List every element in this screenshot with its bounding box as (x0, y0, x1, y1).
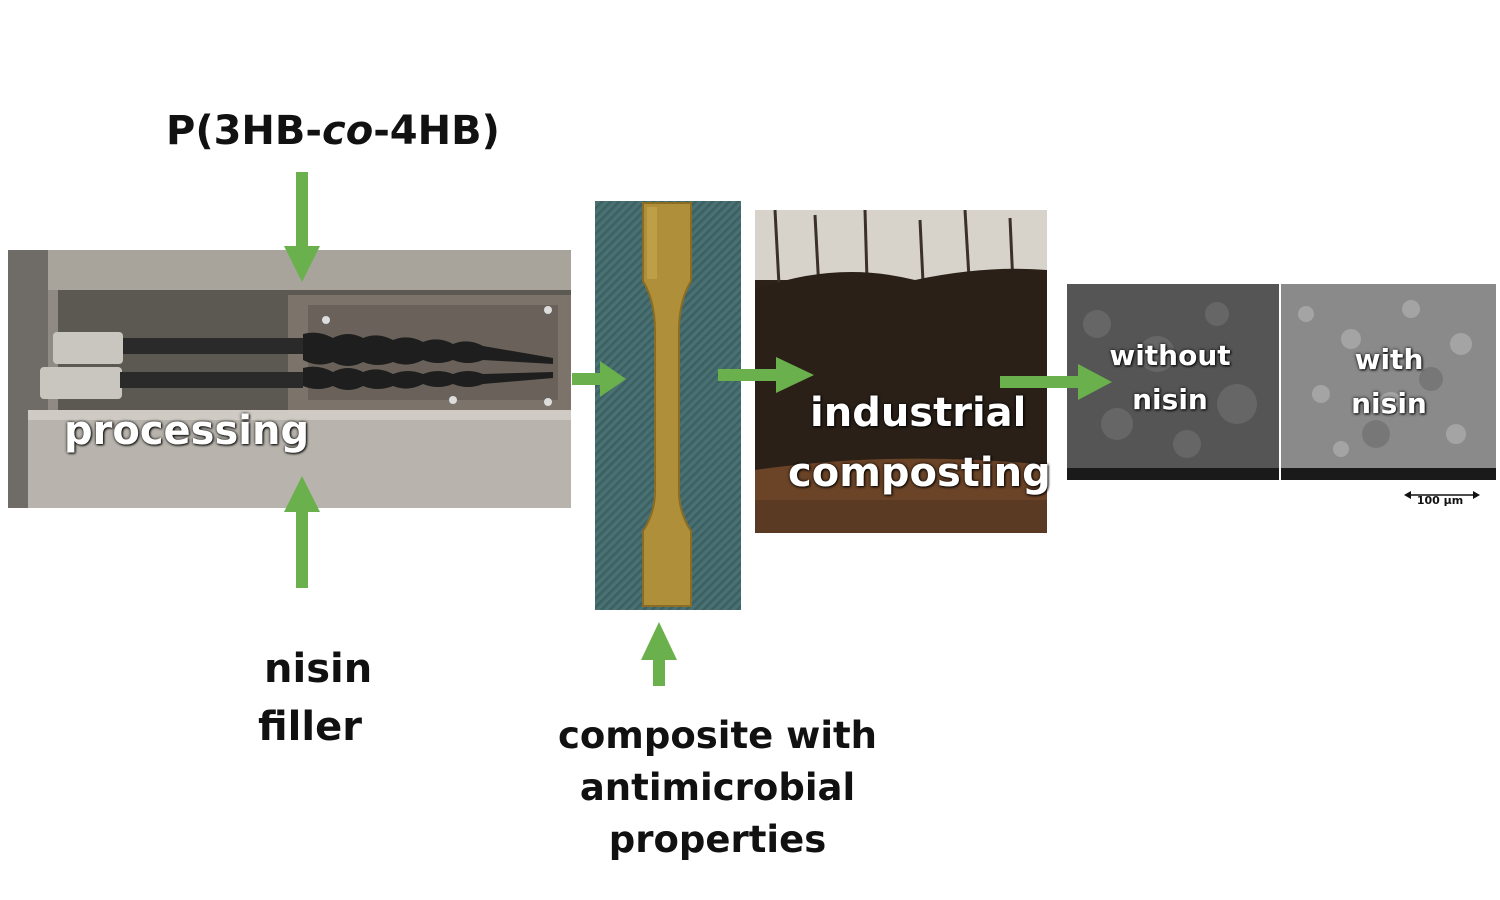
sem-label-with-line2: nisin (1351, 387, 1427, 420)
polymer-title-italic: co (322, 108, 374, 154)
arrow-specimen-up (641, 622, 677, 686)
composite-label-line2: antimicrobial properties (579, 766, 856, 861)
sem-label-with-nisin: with nisin (1289, 338, 1489, 426)
sem-label-without-line1: without (1109, 339, 1231, 372)
composite-label-line1: composite with (557, 714, 878, 757)
composite-specimen-photo (595, 201, 741, 610)
extruder-photo (8, 250, 571, 508)
composting-label-line1: industrial (810, 390, 1027, 436)
filler-label: nisin filler (258, 640, 372, 756)
scale-bar-label: 100 µm (1416, 494, 1464, 507)
extruder-illustration (8, 250, 571, 508)
sem-label-without-nisin: without nisin (1070, 334, 1270, 422)
composting-label-line2: composting (788, 450, 1051, 496)
composite-label: composite with antimicrobial properties (495, 710, 940, 866)
sem-label-with-line1: with (1354, 343, 1424, 376)
filler-label-line1: nisin (264, 646, 373, 692)
polymer-title-suffix: -4HB) (373, 108, 500, 154)
sem-micrograph-with-nisin (1281, 284, 1496, 480)
filler-label-line2: filler (258, 704, 362, 750)
polymer-title-prefix: P(3HB- (166, 108, 322, 154)
dogbone-specimen-illustration (642, 202, 692, 607)
sem-texture-2 (1281, 284, 1496, 480)
processing-label: processing (64, 408, 310, 454)
polymer-title: P(3HB-co-4HB) (166, 108, 500, 154)
sem-label-without-line2: nisin (1132, 383, 1208, 416)
